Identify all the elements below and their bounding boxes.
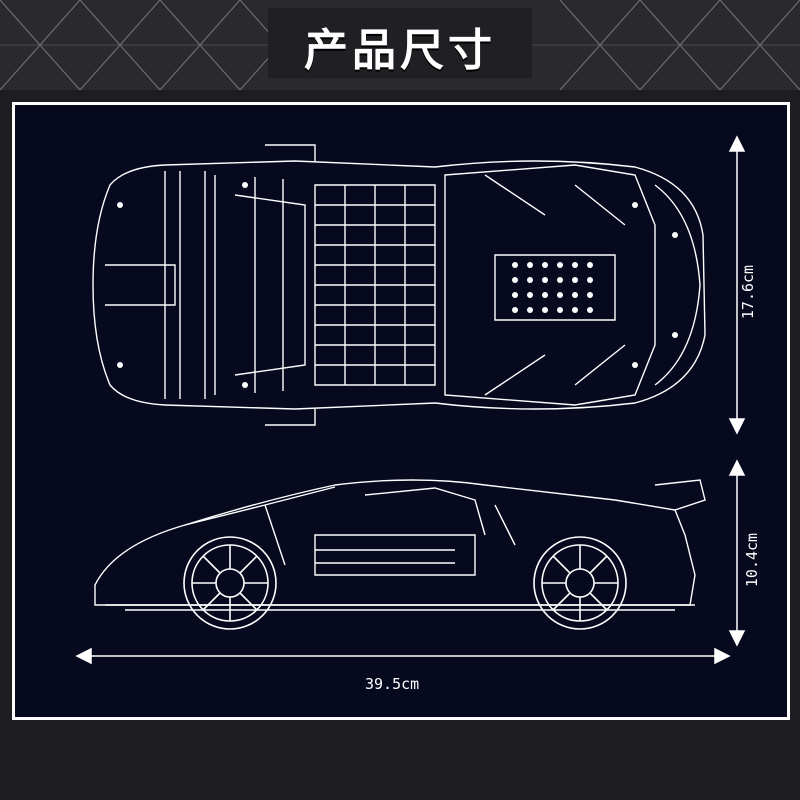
- length-label: 39.5cm: [365, 675, 420, 693]
- height-label: 10.4cm: [743, 532, 762, 588]
- car-side-view: [94, 479, 706, 611]
- width-label: 17.6cm: [739, 264, 758, 320]
- title-plate: [268, 8, 532, 78]
- header-banner: 产品尺寸: [0, 0, 800, 90]
- dimension-width-arrow: [728, 135, 746, 435]
- dimension-height-arrow: [728, 459, 746, 647]
- blueprint-board: 39.5cm 17.6cm 10.4cm: [12, 102, 790, 720]
- front-wheel: [183, 536, 277, 630]
- car-top-view-dots: [117, 182, 678, 388]
- page-title: 产品尺寸: [304, 25, 496, 76]
- rear-wheel: [533, 536, 627, 630]
- dimension-length-arrow: [75, 647, 731, 665]
- car-blueprint: [75, 135, 746, 665]
- car-top-view: [92, 144, 706, 426]
